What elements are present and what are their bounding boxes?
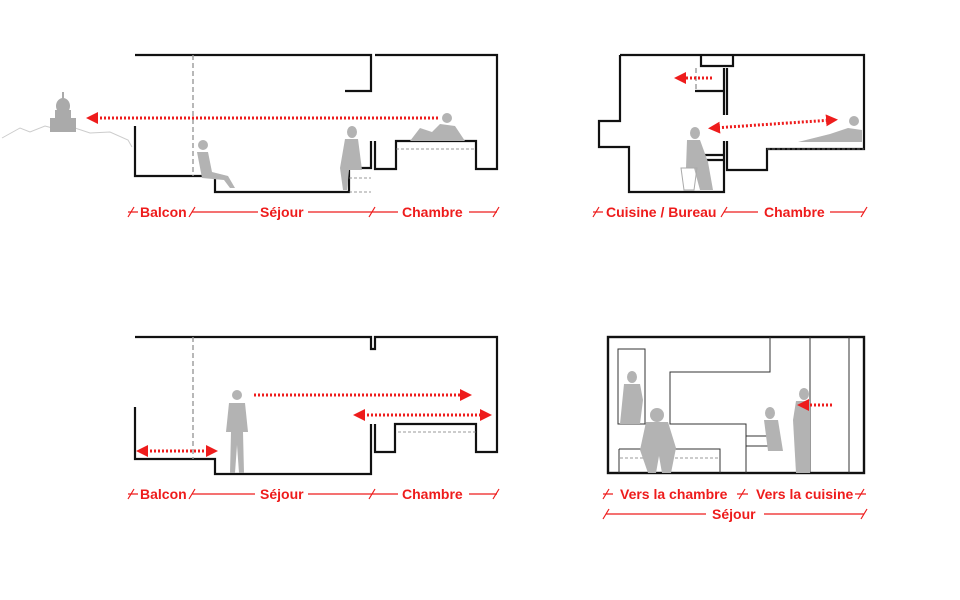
person-standing [226, 390, 248, 473]
label-balcon: Balcon [140, 204, 187, 220]
person-reclining [410, 113, 465, 141]
wall-outline [597, 53, 866, 194]
floor-hint [349, 148, 476, 193]
person-reclining [798, 116, 862, 142]
person-seated-step [340, 126, 362, 190]
wall-outline [133, 53, 499, 194]
wall-outline [133, 335, 499, 476]
person-seated-bench [640, 408, 676, 473]
section-bottom-left: Balcon Séjour Chambre [127, 335, 500, 502]
partition [695, 55, 735, 162]
label-chambre: Chambre [402, 486, 463, 502]
dimension-line [127, 488, 500, 500]
person-standing [793, 388, 810, 473]
person-mirror [620, 371, 643, 424]
pantheon-dome-icon [50, 92, 76, 132]
label-chambre: Chambre [764, 204, 825, 220]
label-sejour: Séjour [260, 204, 304, 220]
label-sejour-overall: Séjour [712, 506, 756, 522]
label-balcon: Balcon [140, 486, 187, 502]
room-frame [606, 335, 866, 475]
person-seated [197, 140, 235, 188]
person-seated-desk [764, 407, 783, 451]
label-sejour: Séjour [260, 486, 304, 502]
dimension-line [127, 206, 500, 218]
view-arrow-bedroom [708, 114, 838, 134]
person-seated-desk [680, 127, 713, 191]
label-cuisine-bureau: Cuisine / Bureau [606, 204, 716, 220]
dimension-line [602, 488, 868, 520]
section-top-left: Balcon Séjour Chambre [1, 53, 500, 220]
dimension-line [592, 206, 868, 218]
section-top-right: Cuisine / Bureau Chambre [592, 53, 868, 220]
label-vers-la-chambre: Vers la chambre [620, 486, 728, 502]
label-chambre: Chambre [402, 204, 463, 220]
label-vers-la-cuisine: Vers la cuisine [756, 486, 853, 502]
elevation-bottom-right: Vers la chambre Vers la cuisine Séjour [602, 335, 868, 522]
